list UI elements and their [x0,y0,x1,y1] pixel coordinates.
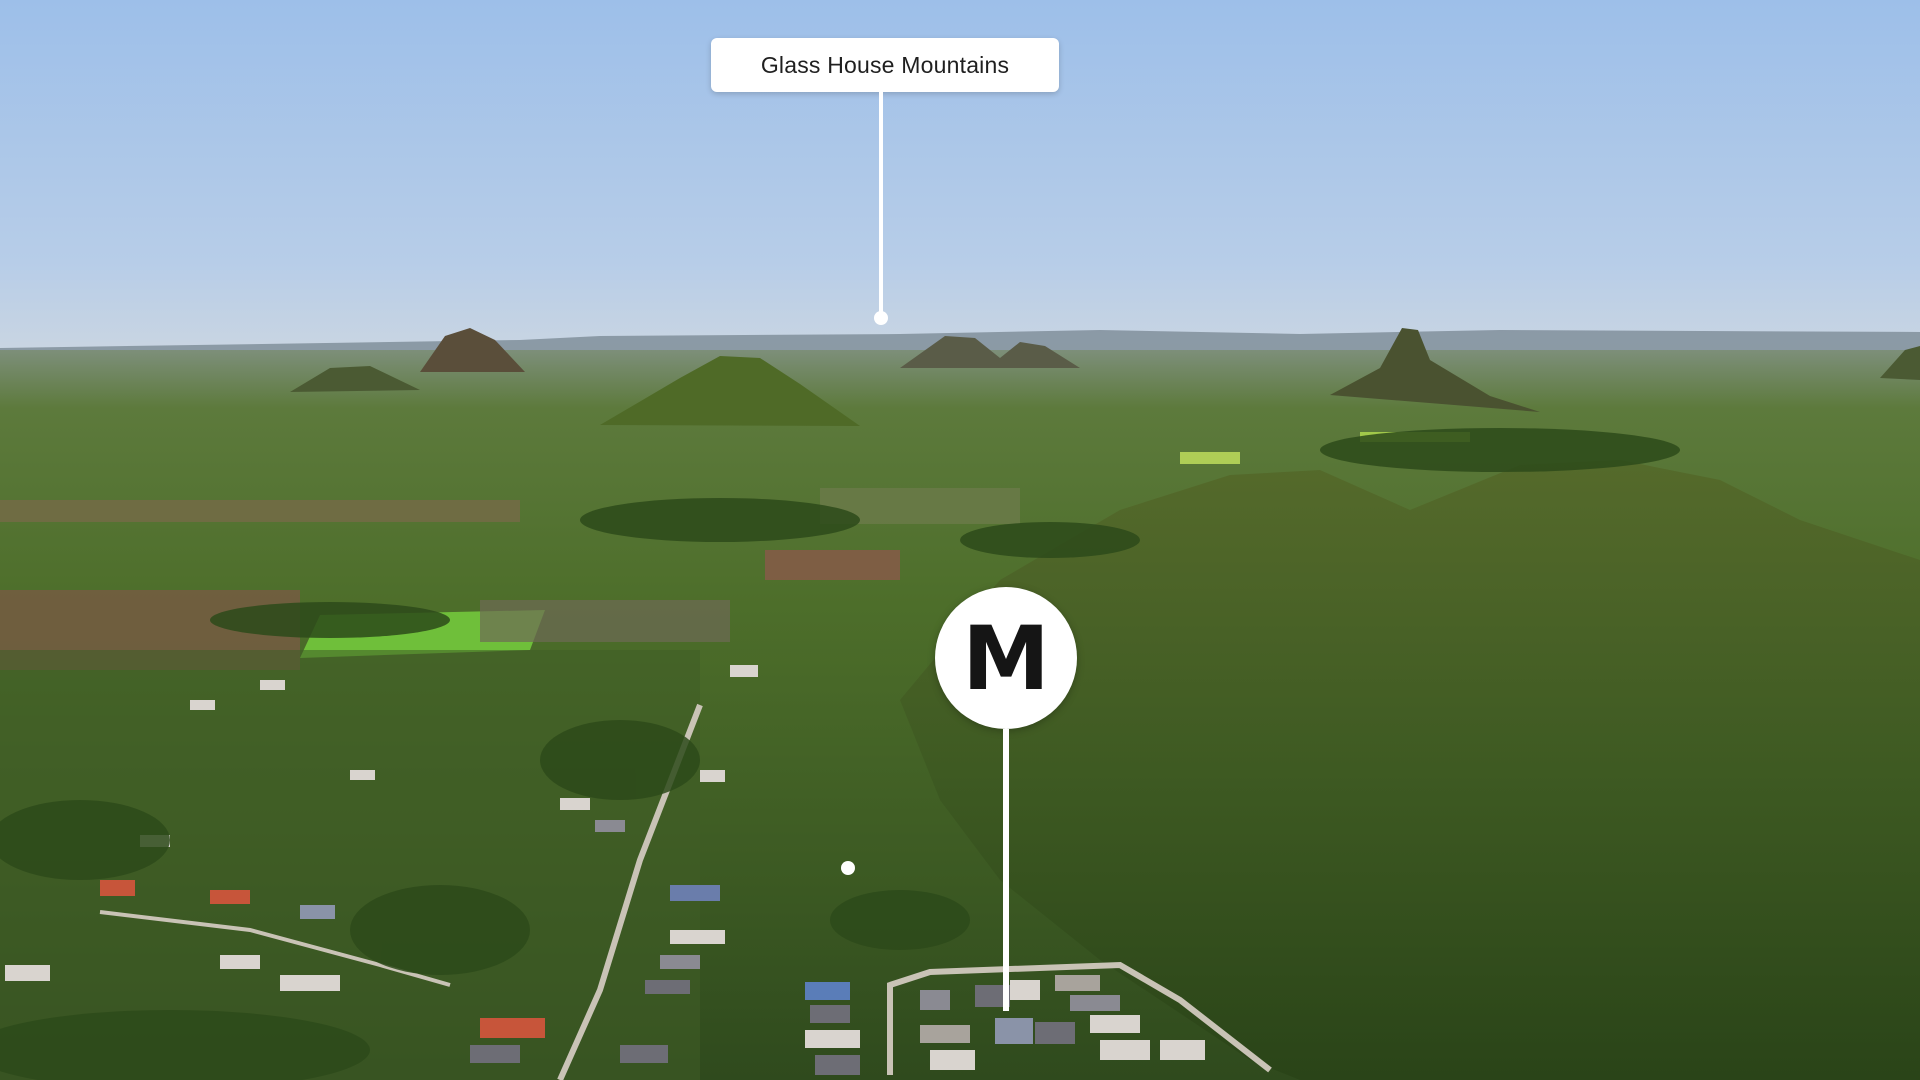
callout-pointer-dot [874,311,888,325]
location-dot [841,861,855,875]
tree-clusters [0,428,1680,1080]
field [480,600,730,642]
marker-pointer-line [1003,729,1009,1011]
mountain-left-low [290,366,420,392]
road [887,961,1272,1075]
mountain-center-green [600,356,860,426]
field-yellow [1180,452,1240,464]
mountain-far-right [1880,346,1920,380]
houses [5,665,1205,1075]
mountain-center-pair [900,336,1080,368]
mountain-beerwah [420,328,525,372]
suburb-area [0,650,700,1080]
property-marker: M [935,587,1077,729]
marker-letter: M [962,607,1050,710]
mountain-ngungun [900,460,1920,1080]
field [0,500,520,522]
callout-pointer-line [879,92,883,314]
location-callout-label: Glass House Mountains [711,38,1059,92]
road [99,910,451,987]
mountain-coonowrin [1330,328,1540,412]
field [765,550,900,580]
